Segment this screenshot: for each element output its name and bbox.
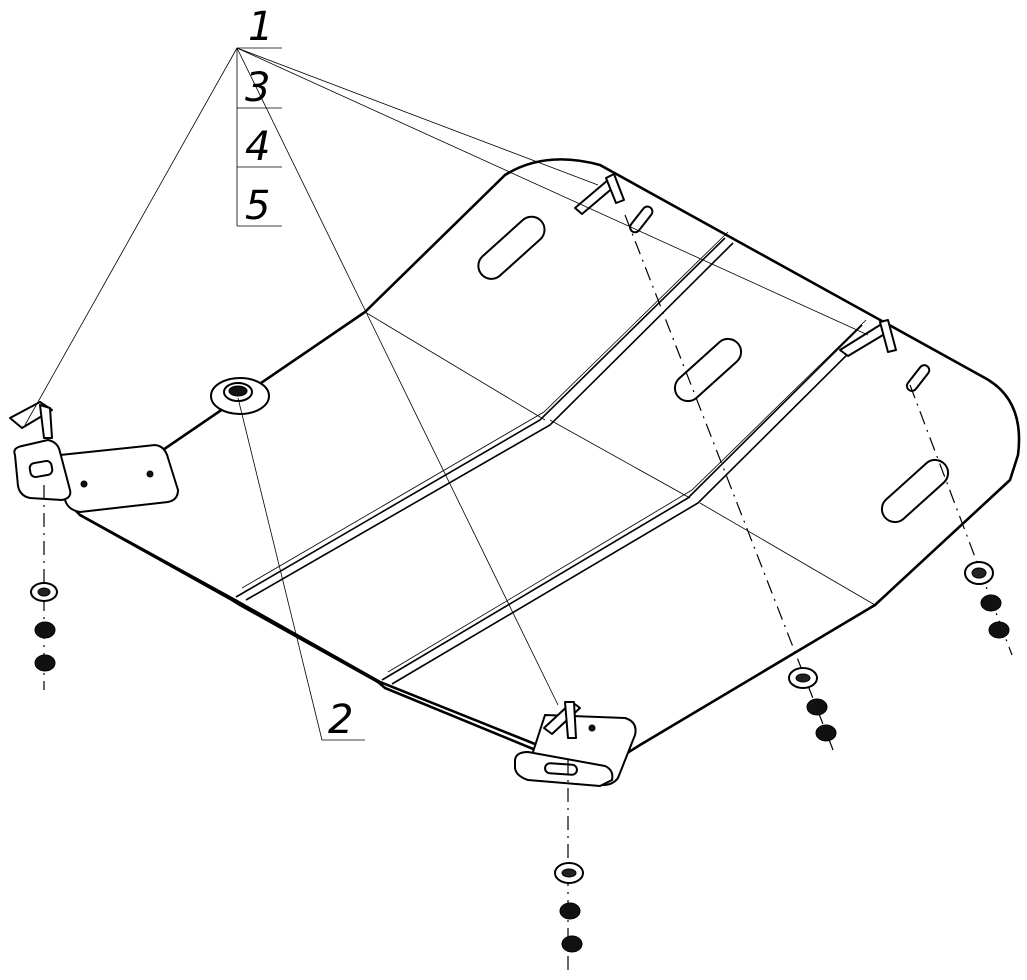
bracket-left [9,401,179,513]
callout-label-2: 2 [328,697,353,743]
plate-slots [477,205,950,524]
stiffener-left [235,237,726,598]
callout-label-3: 3 [245,65,270,111]
skid-plate [73,158,1021,772]
slot-top [477,215,546,280]
hardware-stack-right [964,561,1010,639]
clip-top [574,173,625,215]
fold-line-2 [549,419,691,499]
hardware-stack-middle [788,667,837,742]
leader-lines [24,47,869,741]
hardware-stack-bottom [554,862,584,953]
stiffener-right [381,324,863,681]
callout-label-4: 4 [245,124,270,170]
bracket-bottom [514,701,637,787]
plate-outline [73,158,1021,772]
hardware-stack-left [30,582,58,672]
fold-line-3 [699,502,876,606]
slot-small-top [629,205,654,234]
slot-right [880,458,950,524]
callout-label-5: 5 [245,183,270,229]
plate-front-edge [79,513,561,762]
slot-small-right [905,364,931,392]
slot-middle [673,337,743,403]
callout-label-1: 1 [248,4,273,50]
callout-stack [236,47,282,227]
rubber-grommet [210,377,270,415]
clip-right [839,319,897,357]
fold-line-1 [364,311,546,421]
